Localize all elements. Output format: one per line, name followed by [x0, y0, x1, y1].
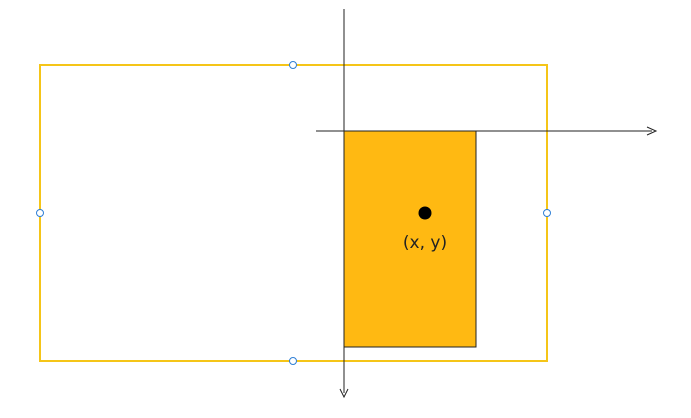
resize-handle-bottom-icon[interactable] — [289, 357, 297, 365]
y-axis-arrowhead-icon — [339, 388, 349, 399]
x-axis-arrowhead-icon — [646, 126, 658, 136]
center-point — [418, 206, 432, 220]
resize-handle-top-icon[interactable] — [289, 61, 297, 69]
point-label: (x, y) — [403, 233, 447, 253]
resize-handle-left-icon[interactable] — [36, 209, 44, 217]
resize-handle-right-icon[interactable] — [543, 209, 551, 217]
filled-rectangle — [344, 131, 476, 347]
